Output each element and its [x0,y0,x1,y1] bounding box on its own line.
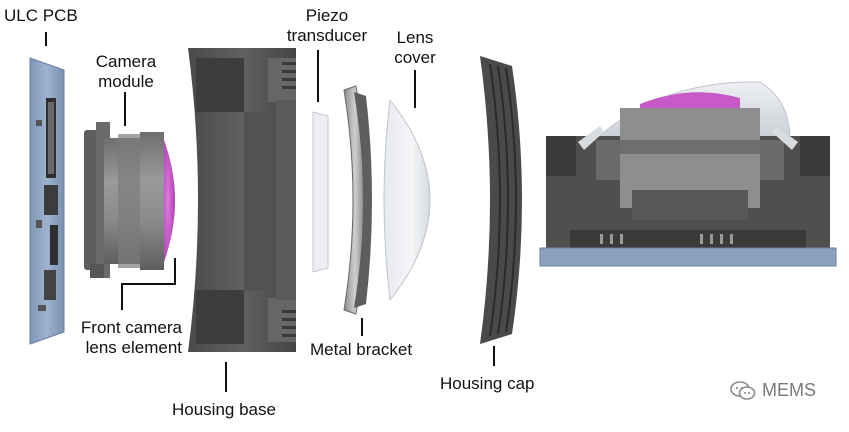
piezo-transducer [312,111,329,273]
label-ulc-pcb: ULC PCB [4,6,78,25]
camera-module [84,122,175,278]
housing-base [188,48,296,352]
label-camera-module: Camera module [90,52,162,92]
watermark: MEMS [730,380,816,401]
label-housing-cap: Housing cap [440,374,535,393]
label-front-lens-line2: lens element [85,338,182,357]
label-housing-base: Housing base [172,400,276,419]
label-front-lens-line1: Front camera [80,318,182,337]
metal-bracket [343,85,372,315]
label-piezo-line1: Piezo [305,6,349,25]
assembled-camera [539,81,837,267]
label-piezo-transducer: Piezo transducer [282,6,372,46]
label-lens-cover: Lens cover [386,28,444,68]
leader-front-lens [121,258,176,310]
label-lens-cover-line1: Lens [396,28,434,47]
label-piezo-line2: transducer [286,26,368,45]
leader-lines [45,32,495,392]
wechat-icon [730,380,756,401]
label-camera-module-line2: module [98,72,154,91]
label-lens-cover-line2: cover [394,48,436,67]
label-camera-module-line1: Camera [95,52,157,71]
watermark-text: MEMS [762,380,816,400]
lens-cover [383,98,431,302]
label-front-camera-lens: Front camera lens element [58,318,182,358]
ulc-pcb [29,57,65,345]
label-metal-bracket: Metal bracket [310,340,413,359]
housing-cap [480,56,522,344]
